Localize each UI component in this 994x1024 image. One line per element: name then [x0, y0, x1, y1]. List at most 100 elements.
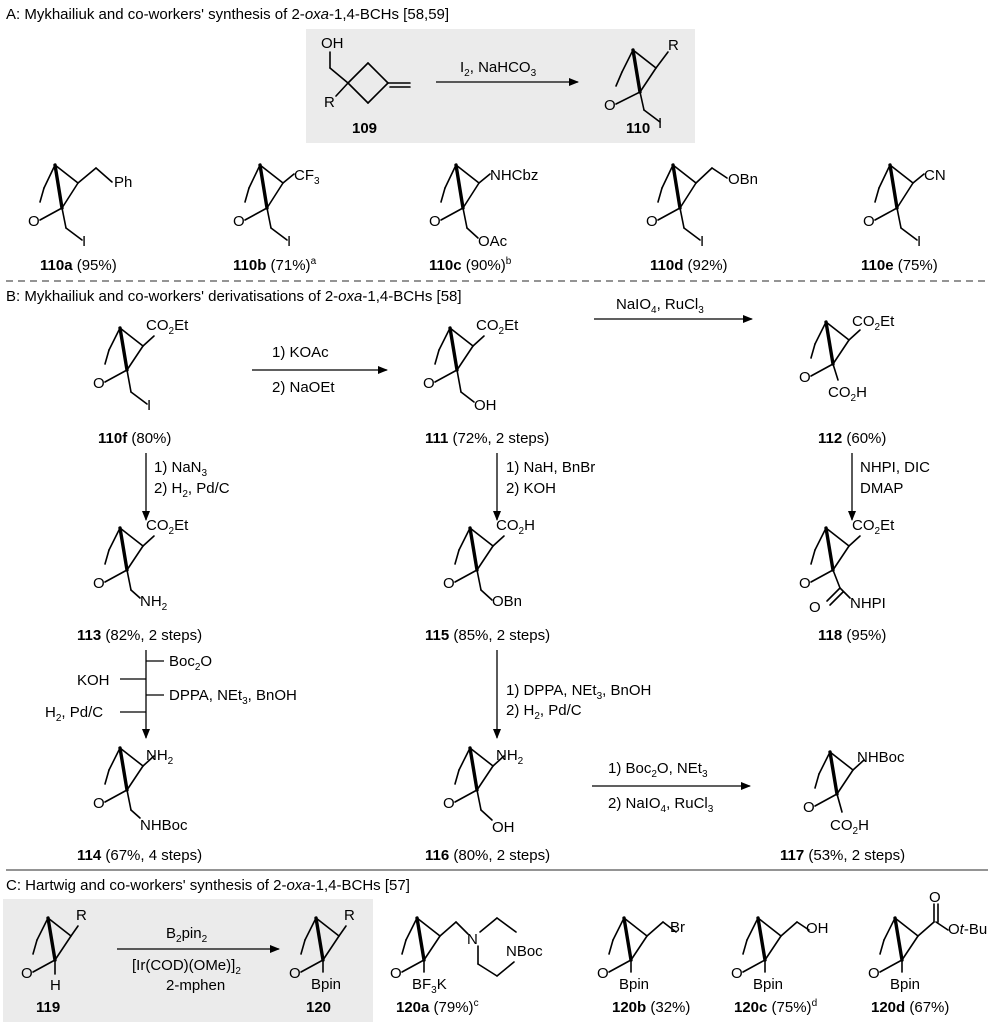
- section-b-title: B: Mykhailiuk and co-workers' derivatisa…: [6, 288, 462, 305]
- svg-text:I: I: [82, 233, 86, 250]
- svg-text:O: O: [868, 965, 880, 982]
- structure-116: O OH NH2: [443, 746, 524, 836]
- structure-109: OH R: [321, 35, 411, 111]
- reagent-r6-h2: H2, Pd/C: [45, 704, 103, 724]
- svg-text:O: O: [233, 213, 245, 230]
- structure-115: O OBn CO2H: [443, 517, 535, 610]
- label-117: 117 (53%, 2 steps): [780, 847, 905, 864]
- reagent-r5-l2: DMAP: [860, 480, 903, 497]
- label-120c: 120c (75%)d: [734, 998, 817, 1016]
- reagent-r3-l1: 1) NaN3: [154, 459, 208, 479]
- svg-text:R: R: [344, 907, 355, 924]
- label-110b: 110b (71%)a: [233, 256, 317, 274]
- structure-118: O O NHPI CO2Et: [799, 517, 895, 616]
- label-118: 118 (95%): [818, 627, 886, 644]
- label-110e: 110e (75%): [861, 257, 938, 274]
- svg-text:I: I: [658, 115, 662, 132]
- label-120a: 120a (79%)c: [396, 998, 479, 1016]
- svg-text:OBn: OBn: [728, 171, 758, 188]
- reagent-r2: NaIO4, RuCl3: [616, 296, 704, 316]
- reagent-r7-l1: 1) DPPA, NEt3, BnOH: [506, 682, 651, 702]
- structure-110a: O I Ph: [28, 163, 132, 250]
- svg-text:O: O: [28, 213, 40, 230]
- svg-text:O: O: [597, 965, 609, 982]
- svg-text:I: I: [147, 397, 151, 414]
- svg-text:O: O: [21, 965, 33, 982]
- svg-text:O: O: [93, 375, 105, 392]
- label-116: 116 (80%, 2 steps): [425, 847, 550, 864]
- reagent-r9-l2: [Ir(COD)(OMe)]2: [132, 957, 241, 977]
- structure-120c: O Bpin OH: [731, 916, 829, 993]
- svg-text:O: O: [731, 965, 743, 982]
- svg-text:Ph: Ph: [114, 174, 132, 191]
- structure-110b: O I CF3: [233, 163, 320, 250]
- compound-110-label: 110: [626, 120, 650, 137]
- svg-text:NHBoc: NHBoc: [140, 817, 188, 834]
- svg-text:CO2Et: CO2Et: [146, 317, 189, 337]
- structure-113: O NH2 CO2Et: [93, 517, 189, 613]
- svg-text:N: N: [467, 931, 478, 948]
- reagent-r8-l1: 1) Boc2O, NEt3: [608, 760, 708, 780]
- svg-text:O: O: [429, 213, 441, 230]
- svg-text:NH2: NH2: [146, 747, 174, 767]
- compound-119-label: 119: [36, 999, 60, 1016]
- svg-text:O: O: [803, 799, 815, 816]
- structure-117: O CO2H NHBoc: [803, 749, 905, 837]
- label-114: 114 (67%, 4 steps): [77, 847, 202, 864]
- svg-text:O: O: [423, 375, 435, 392]
- svg-text:CO2Et: CO2Et: [146, 517, 189, 537]
- svg-text:R: R: [76, 907, 87, 924]
- highlight-box-c: [3, 899, 373, 1022]
- label-110f: 110f (80%): [98, 430, 171, 447]
- reagent-r1-l2: 2) NaOEt: [272, 379, 335, 396]
- svg-text:O: O: [863, 213, 875, 230]
- reagent-r9-l1: B2pin2: [166, 925, 208, 945]
- label-110a: 110a (95%): [40, 257, 117, 274]
- reagent-r6-dppa: DPPA, NEt3, BnOH: [169, 687, 297, 707]
- structure-120a: O BF3K N NBoc: [390, 916, 543, 996]
- structure-110e: O I CN: [863, 163, 946, 250]
- svg-text:CO2Et: CO2Et: [476, 317, 519, 337]
- svg-text:Bpin: Bpin: [890, 976, 920, 993]
- svg-text:O: O: [646, 213, 658, 230]
- svg-text:Bpin: Bpin: [311, 976, 341, 993]
- svg-text:OAc: OAc: [478, 233, 508, 250]
- svg-text:Bpin: Bpin: [619, 976, 649, 993]
- reagent-r9-l3: 2-mphen: [166, 977, 225, 994]
- highlight-box-a: [306, 29, 695, 143]
- svg-text:OH: OH: [321, 35, 344, 52]
- reagent-r8-l2: 2) NaIO4, RuCl3: [608, 795, 714, 815]
- reagent-a: I2, NaHCO3: [460, 59, 537, 79]
- label-110c: 110c (90%)b: [429, 256, 512, 274]
- svg-text:Bpin: Bpin: [753, 976, 783, 993]
- svg-text:O: O: [443, 575, 455, 592]
- reagent-r5-l1: NHPI, DIC: [860, 459, 930, 476]
- structure-112: O CO2H CO2Et: [799, 313, 895, 404]
- svg-text:O: O: [443, 795, 455, 812]
- label-112: 112 (60%): [818, 430, 886, 447]
- svg-text:OH: OH: [492, 819, 515, 836]
- svg-text:O: O: [93, 575, 105, 592]
- reagent-r1-l1: 1) KOAc: [272, 344, 329, 361]
- structure-120b: O Bpin Br: [597, 916, 685, 993]
- svg-text:I: I: [287, 233, 291, 250]
- structure-120: O Bpin R: [289, 907, 355, 993]
- svg-text:I: I: [917, 233, 921, 250]
- section-a-title: A: Mykhailiuk and co-workers' synthesis …: [6, 6, 449, 23]
- reagent-r4-l2: 2) KOH: [506, 480, 556, 497]
- structure-110c: O OAc NHCbz: [429, 163, 538, 250]
- structure-111: O OH CO2Et: [423, 317, 519, 414]
- svg-text:O: O: [799, 369, 811, 386]
- structure-114: O NHBoc NH2: [93, 746, 188, 834]
- label-120d: 120d (67%): [871, 999, 949, 1016]
- svg-text:O: O: [604, 97, 616, 114]
- reagent-r3-l2: 2) H2, Pd/C: [154, 480, 230, 500]
- compound-120-label: 120: [306, 999, 331, 1016]
- svg-text:CO2Et: CO2Et: [852, 313, 895, 333]
- svg-text:CO2H: CO2H: [496, 517, 535, 537]
- reagent-r7-l2: 2) H2, Pd/C: [506, 702, 582, 722]
- svg-text:NBoc: NBoc: [506, 943, 543, 960]
- svg-text:CN: CN: [924, 167, 946, 184]
- label-120b: 120b (32%): [612, 999, 690, 1016]
